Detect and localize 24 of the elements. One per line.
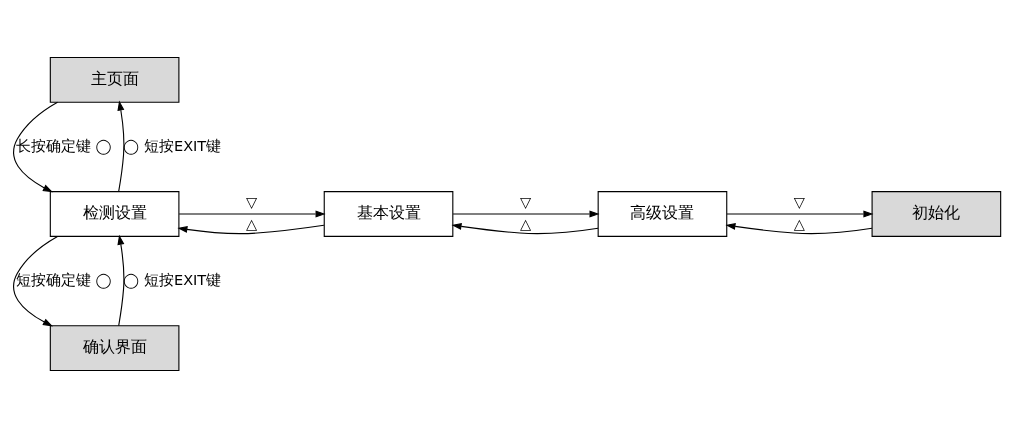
node-box: 高级设置 bbox=[597, 191, 728, 237]
arrow bbox=[178, 210, 326, 218]
node-box: 基本设置 bbox=[323, 191, 454, 237]
edge-label: ▽ bbox=[245, 193, 258, 210]
edge-label: 短按确定键 ◯ bbox=[15, 271, 112, 288]
edge-label: ▽ bbox=[793, 193, 805, 210]
node-box: 检测设置 bbox=[49, 191, 180, 237]
edge-label: △ bbox=[793, 215, 805, 232]
node-box: 初始化 bbox=[871, 191, 1002, 237]
edge-label: △ bbox=[245, 215, 258, 232]
arrow bbox=[117, 100, 125, 192]
node-box: 主页面 bbox=[49, 56, 180, 103]
arrow bbox=[726, 210, 874, 218]
arrow bbox=[13, 235, 59, 327]
arrow bbox=[13, 101, 59, 193]
arrow bbox=[117, 234, 125, 327]
arrow bbox=[452, 210, 600, 218]
edge-label: 长按确定键 ◯ bbox=[15, 137, 112, 154]
arrow bbox=[725, 222, 873, 235]
node-box: 确认界面 bbox=[49, 325, 180, 372]
arrow bbox=[177, 224, 325, 235]
edge-label: ▽ bbox=[519, 193, 532, 210]
arrow bbox=[451, 222, 599, 235]
edge-label: △ bbox=[519, 215, 532, 232]
